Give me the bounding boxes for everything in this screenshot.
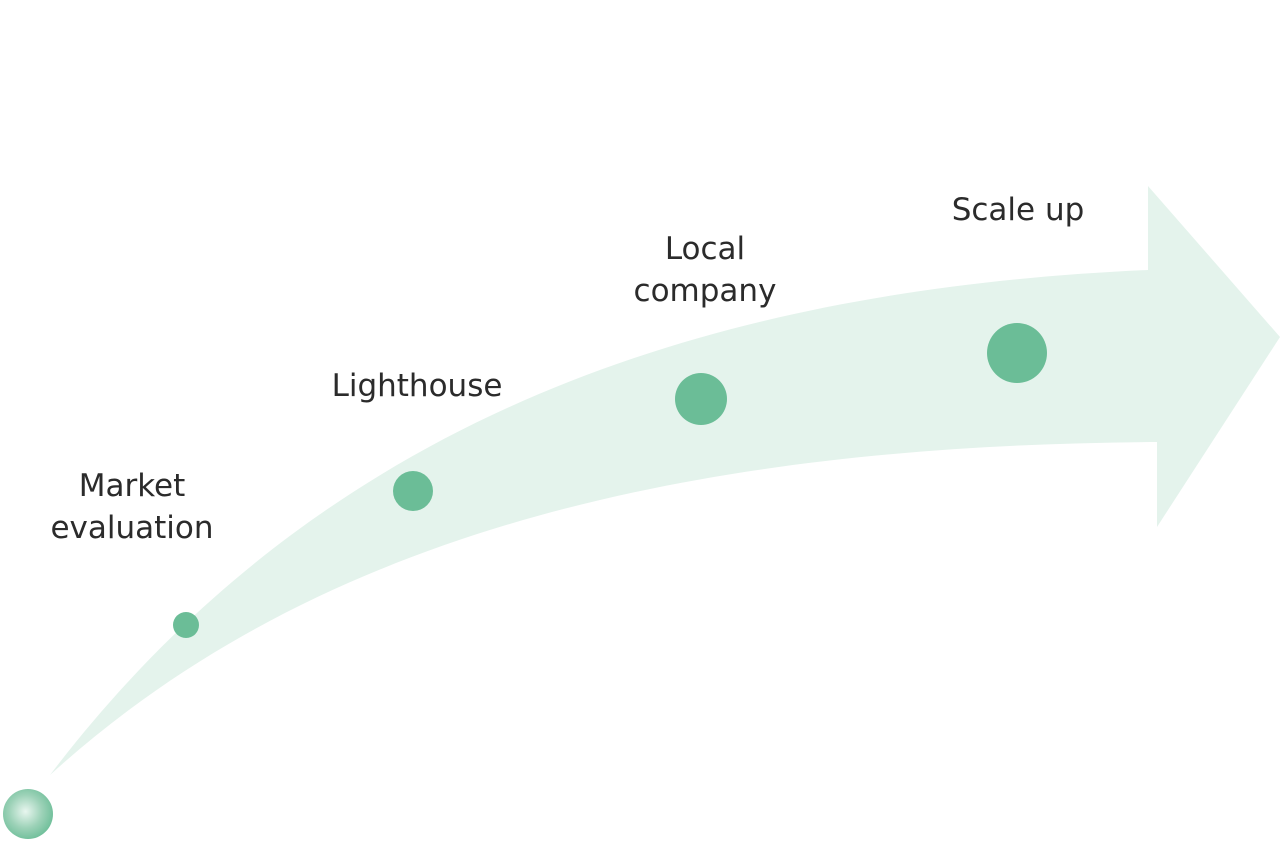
milestone-dot-local-company [675, 373, 727, 425]
growth-arrow [50, 186, 1280, 775]
stage-label-scale-up: Scale up [938, 189, 1098, 231]
stage-label-line: Scale up [951, 192, 1085, 228]
milestone-dot-lighthouse [393, 471, 433, 511]
stage-label-line: Market [78, 468, 186, 504]
stage-label-line: evaluation [50, 510, 214, 546]
stage-label-lighthouse: Lighthouse [322, 365, 512, 407]
stage-label-line: Lighthouse [331, 368, 503, 404]
stage-label-market-evaluation: Market evaluation [42, 465, 222, 549]
start-dot [3, 789, 53, 839]
milestone-dot-scale-up [987, 323, 1047, 383]
stage-label-local-company: Local company [625, 228, 785, 312]
milestone-dot-market-evaluation [173, 612, 199, 638]
stage-label-line: Local [664, 231, 746, 267]
stage-label-line: company [633, 273, 777, 309]
